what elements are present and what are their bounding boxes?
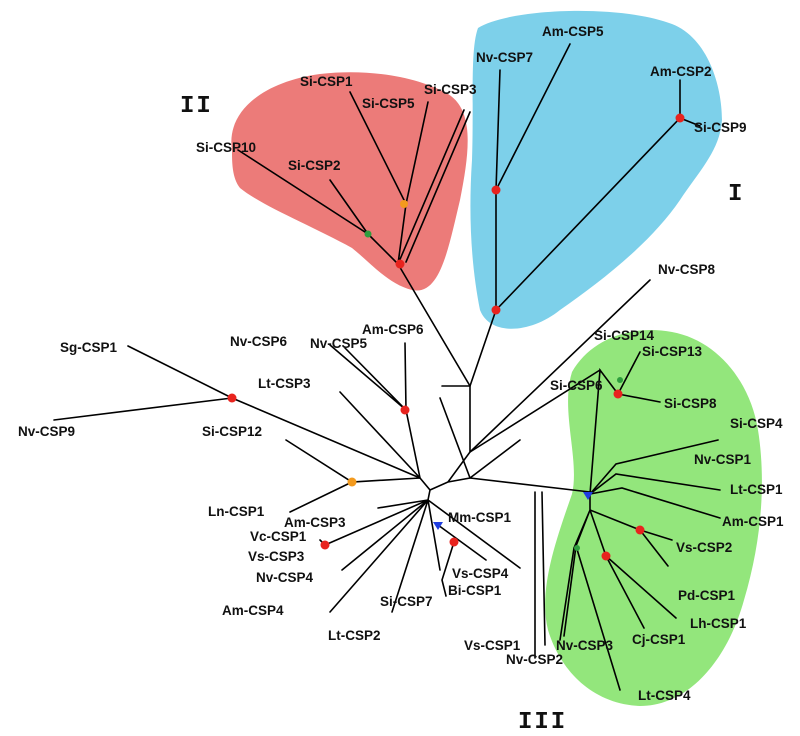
leaf-label: Nv-CSP4 <box>256 570 314 585</box>
leaf-label: Nv-CSP6 <box>230 334 288 349</box>
leaf-label: Am-CSP3 <box>284 515 346 530</box>
leaf-label: Cj-CSP1 <box>632 632 686 647</box>
leaf-label: Lt-CSP3 <box>258 376 311 391</box>
leaf-label: Si-CSP2 <box>288 158 341 173</box>
leaf-label: Mm-CSP1 <box>448 510 512 525</box>
clade-label-ii: II <box>180 93 213 120</box>
leaf-label: Bi-CSP1 <box>448 583 502 598</box>
leaf-label: Si-CSP4 <box>730 416 783 431</box>
node-marker <box>675 113 685 123</box>
leaf-label: Nv-CSP9 <box>18 424 75 439</box>
clade-label-iii: III <box>518 709 567 736</box>
leaf-label: Si-CSP12 <box>202 424 262 439</box>
leaf-label: Am-CSP6 <box>362 322 424 337</box>
leaf-label: Lt-CSP1 <box>730 482 783 497</box>
leaf-label: Si-CSP10 <box>196 140 256 155</box>
leaf-label: Lt-CSP2 <box>328 628 381 643</box>
node-marker <box>227 393 237 403</box>
leaf-label: Nv-CSP8 <box>658 262 716 277</box>
node-marker-triangle <box>583 492 593 500</box>
node-marker <box>601 551 611 561</box>
leaf-label: Lh-CSP1 <box>690 616 747 631</box>
node-marker <box>347 477 357 487</box>
leaf-label: Vs-CSP1 <box>464 638 521 653</box>
leaf-label: Vs-CSP3 <box>248 549 305 564</box>
leaf-label: Am-CSP2 <box>650 64 712 79</box>
leaf-label: Nv-CSP3 <box>556 638 614 653</box>
node-marker <box>635 525 645 535</box>
leaf-label: Am-CSP1 <box>722 514 784 529</box>
node-marker <box>400 405 410 415</box>
leaf-label: Si-CSP3 <box>424 82 477 97</box>
leaf-label: Vs-CSP4 <box>452 566 509 581</box>
leaf-label: Vs-CSP2 <box>676 540 732 555</box>
node-marker <box>449 537 459 547</box>
leaf-label: Pd-CSP1 <box>678 588 736 603</box>
leaf-label: Si-CSP7 <box>380 594 433 609</box>
leaf-label: Am-CSP5 <box>542 24 604 39</box>
node-marker-triangle <box>433 522 443 530</box>
leaf-label: Si-CSP14 <box>594 328 655 343</box>
leaf-label: Nv-CSP5 <box>310 336 368 351</box>
node-marker <box>491 185 501 195</box>
leaf-label: Si-CSP1 <box>300 74 353 89</box>
leaf-label: Am-CSP4 <box>222 603 284 618</box>
leaf-label: Sg-CSP1 <box>60 340 118 355</box>
node-marker <box>395 259 405 269</box>
leaf-label: Lt-CSP4 <box>638 688 691 703</box>
clade-i-region <box>470 10 722 329</box>
node-marker <box>574 545 580 551</box>
leaf-label: Nv-CSP7 <box>476 50 533 65</box>
leaf-label: Si-CSP6 <box>550 378 603 393</box>
branch-clade-i <box>469 43 701 387</box>
node-marker <box>400 200 408 208</box>
leaf-label: Nv-CSP1 <box>694 452 752 467</box>
leaf-label: Nv-CSP2 <box>506 652 563 667</box>
leaf-label: Si-CSP5 <box>362 96 415 111</box>
clade-iii-region <box>545 329 762 706</box>
leaf-label: Si-CSP8 <box>664 396 717 411</box>
node-marker <box>491 305 501 315</box>
leaf-label: Si-CSP9 <box>694 120 747 135</box>
leaf-label: Ln-CSP1 <box>208 504 265 519</box>
node-marker <box>617 377 623 383</box>
node-marker <box>364 230 372 238</box>
leaf-label: Vc-CSP1 <box>250 529 307 544</box>
node-marker <box>613 389 623 399</box>
leaf-label: Si-CSP13 <box>642 344 703 359</box>
branch-misc <box>53 342 601 613</box>
clade-ii-region <box>231 72 468 291</box>
node-marker <box>320 540 330 550</box>
clade-label-i: I <box>728 181 744 208</box>
